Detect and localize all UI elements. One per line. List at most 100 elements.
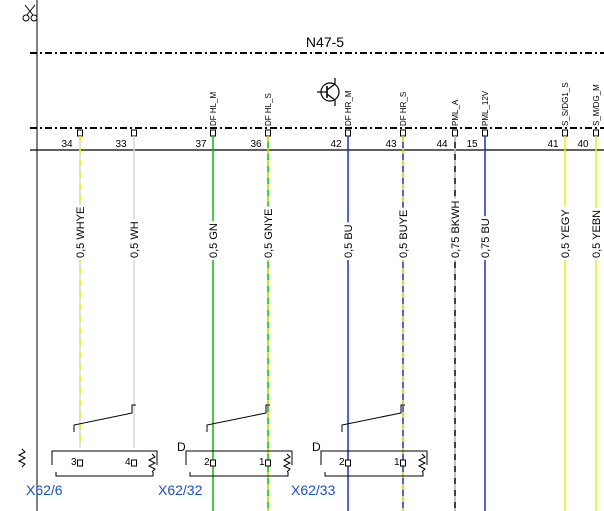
wire-label-bg xyxy=(480,216,492,260)
pin-number: 34 xyxy=(61,139,73,150)
signal-name: PML_12V xyxy=(481,90,490,126)
connector-pin-number: 3 xyxy=(71,457,77,468)
signal-name: DF HL_M xyxy=(209,91,218,126)
transistor-icon xyxy=(317,78,340,106)
wire-label-group: 0,5 GNYE xyxy=(263,206,275,260)
connector-base xyxy=(189,472,289,477)
wire-label-bg xyxy=(560,206,572,260)
connector-housing xyxy=(185,450,293,465)
wire-label: 0,5 YEBN xyxy=(591,210,603,258)
pin-terminal xyxy=(210,129,216,137)
pin-number: 33 xyxy=(115,139,127,150)
wire-label-group: 0,5 BUYE xyxy=(398,207,410,260)
pin-number: 42 xyxy=(330,139,342,150)
wire-label: 0,75 BKWH xyxy=(450,200,462,258)
wire-label: 0,5 BU xyxy=(343,224,355,258)
resistor-icon xyxy=(147,453,157,473)
wire-label-group: 0,5 YEGY xyxy=(560,206,572,260)
twist-marker xyxy=(341,404,405,432)
resistor-icon xyxy=(17,448,27,468)
wire-34: 34 0,5 WHYE xyxy=(61,129,87,448)
connector-pin xyxy=(131,459,137,467)
connector-name: X62/33 xyxy=(291,482,336,498)
wire-label-bg xyxy=(75,204,87,260)
wire-label: 0,5 WHYE xyxy=(75,207,87,258)
wire-label-bg xyxy=(208,221,220,260)
wire-label-bg xyxy=(129,219,141,260)
wire-42: 42 DF HR_M 0,5 BU xyxy=(330,90,355,511)
wire-37: 37 DF HL_M 0,5 GN xyxy=(195,91,220,511)
pin-number: 44 xyxy=(436,139,448,150)
wire-label-bg xyxy=(263,206,275,260)
wire-44: 44 PML_A 0,75 BKWH xyxy=(436,99,462,511)
pin-number: 41 xyxy=(547,139,559,150)
twist-marker xyxy=(73,404,136,432)
pin-terminal xyxy=(562,129,568,137)
wire-label: 0,5 GN xyxy=(208,223,220,258)
signal-name: PML_A xyxy=(451,99,460,126)
connector-pin xyxy=(265,459,271,467)
wire-label: 0,5 WH xyxy=(129,221,141,258)
pin-terminal xyxy=(400,129,406,137)
wire-label: 0,5 YEGY xyxy=(560,209,572,258)
connector-pin-number: 4 xyxy=(125,457,131,468)
wire-40: 40S_M/DG_M0,5 YEBN xyxy=(577,84,603,511)
resistor-icon xyxy=(282,453,292,473)
pin-terminal xyxy=(265,129,271,137)
connector-pin xyxy=(345,459,351,467)
wire-label: 0,75 BU xyxy=(480,218,492,258)
wire-label-bg xyxy=(450,198,462,260)
signal-name: DF HR_S xyxy=(399,92,408,126)
wire-label-bg xyxy=(591,207,603,260)
connector-pin-number: 1 xyxy=(394,457,400,468)
wire-label-group: 0,75 BKWH xyxy=(450,198,462,260)
module-name: N47-5 xyxy=(306,34,344,50)
signal-name: DF HR_M xyxy=(344,90,353,126)
pin-number: 36 xyxy=(250,139,262,150)
wire-label: 0,5 GNYE xyxy=(263,208,275,258)
connector-pin-number: 1 xyxy=(259,457,265,468)
pin-number: 43 xyxy=(385,139,397,150)
twist-marker xyxy=(206,404,270,432)
pin-terminal xyxy=(345,129,351,137)
wire-label-group: 0,5 WHYE xyxy=(75,204,87,260)
pin-terminal xyxy=(452,129,458,137)
signal-name: DF HL_S xyxy=(264,93,273,126)
wire-label-group: 0,5 WH xyxy=(129,219,141,260)
wire-43: 43 DF HR_S 0,5 BUYE xyxy=(385,92,410,511)
connector-pin xyxy=(400,459,406,467)
connector-base xyxy=(55,472,154,477)
connector-pin xyxy=(210,459,216,467)
connector-prefix: D xyxy=(177,440,186,454)
connector-pin-number: 2 xyxy=(339,457,345,468)
signal-name: S_S/DG1_S xyxy=(561,82,570,126)
wire-label-group: 0,5 YEBN xyxy=(591,207,603,260)
pin-terminal xyxy=(593,129,599,137)
resistor-icon xyxy=(417,453,427,473)
pin-number: 37 xyxy=(195,139,207,150)
signal-name: S_M/DG_M xyxy=(592,84,601,126)
pin-terminal xyxy=(131,129,137,137)
connector-name: X62/6 xyxy=(26,482,63,498)
wire-33: 33 0,5 WH xyxy=(115,129,141,448)
wire-label-bg xyxy=(343,222,355,260)
connector-housing xyxy=(51,450,158,465)
scissors-icon xyxy=(22,4,38,22)
wire-label-group: 0,5 GN xyxy=(208,221,220,260)
wire-label-group: 0,75 BU xyxy=(480,216,492,260)
connector-name: X62/32 xyxy=(158,482,203,498)
wire-41: 41 S_S/DG1_S 0,5 YEGY xyxy=(547,82,572,511)
connector-pin-number: 2 xyxy=(204,457,210,468)
connector-base xyxy=(324,472,424,477)
pin-terminal xyxy=(482,129,488,137)
connector-pin xyxy=(77,459,83,467)
wire-36: 36 DF HL_S 0,5 GNYE xyxy=(250,93,275,511)
connector-housing xyxy=(320,450,428,465)
